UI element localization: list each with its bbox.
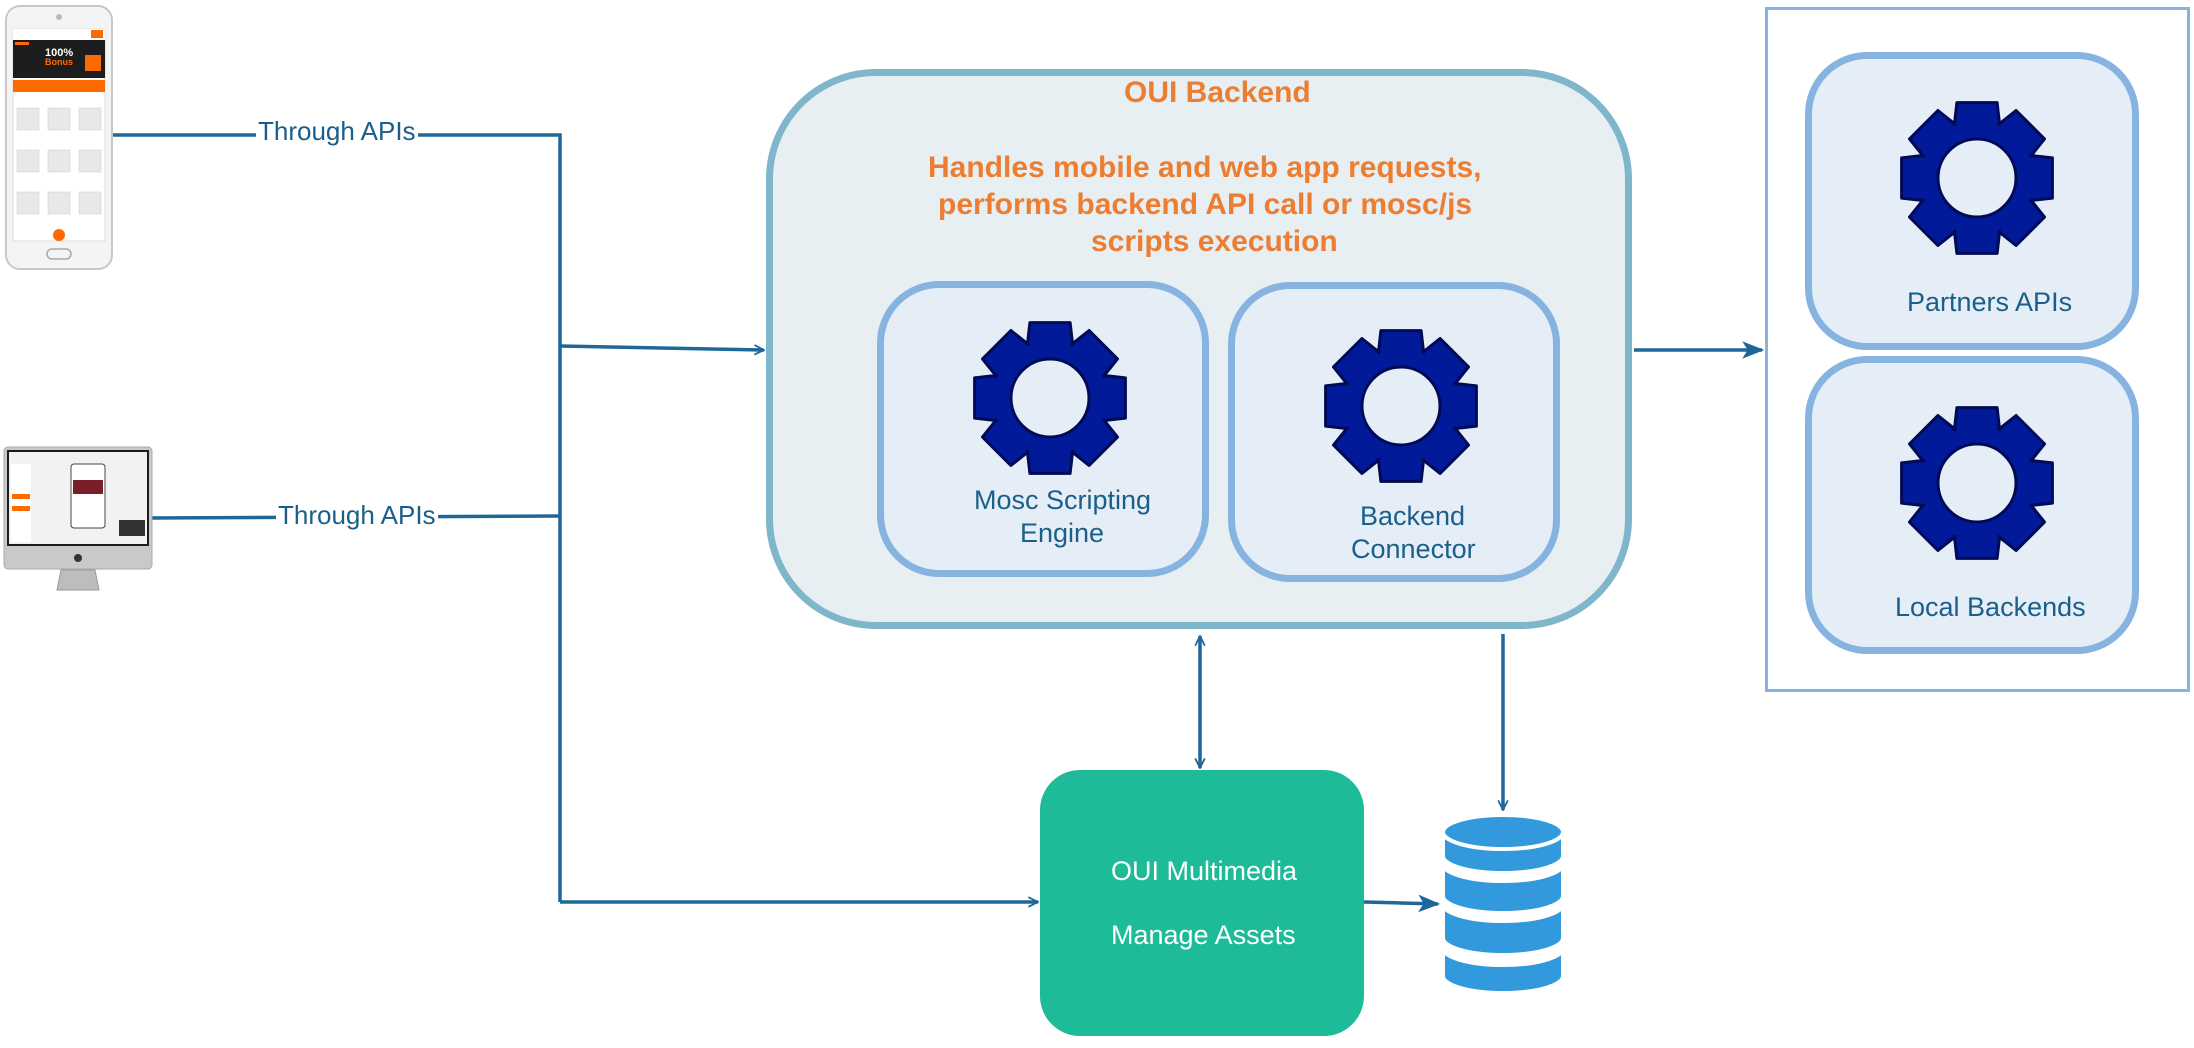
gear-icon bbox=[970, 318, 1130, 478]
local-backends-box bbox=[1805, 356, 2139, 654]
edge-label-mobile: Through APIs bbox=[256, 116, 418, 147]
backend-title: OUI Backend bbox=[1124, 76, 1311, 109]
backend-description-line-1: Handles mobile and web app requests, bbox=[928, 151, 1482, 184]
mosc-engine-label-line-1: Mosc Scripting bbox=[974, 485, 1152, 515]
edge-label-desktop: Through APIs bbox=[276, 500, 438, 531]
mosc-engine-label-line-2: Engine bbox=[1020, 518, 1105, 548]
arrow-to-backend bbox=[559, 346, 764, 350]
gear-icon bbox=[1321, 326, 1481, 486]
local-backends-label: Local Backends bbox=[1895, 592, 2086, 622]
oui-multimedia-box bbox=[1040, 770, 1364, 1036]
desktop-monitor-image bbox=[3, 446, 153, 594]
gear-icon bbox=[1897, 98, 2057, 258]
arrow-multimedia-database bbox=[1363, 894, 1441, 913]
database-icon bbox=[1440, 812, 1566, 996]
backend-description-line-3: scripts execution bbox=[1091, 225, 1338, 258]
phone-promo-text: 100% bbox=[45, 47, 74, 59]
multimedia-subtitle: Manage Assets bbox=[1111, 920, 1296, 950]
gear-icon bbox=[1897, 403, 2057, 563]
backend-connector-label-line-1: Backend bbox=[1360, 501, 1466, 531]
phone-promo-sub: Bonus bbox=[45, 57, 73, 67]
mobile-phone-image bbox=[5, 5, 113, 270]
partners-apis-label: Partners APIs bbox=[1907, 287, 2073, 317]
multimedia-title: OUI Multimedia bbox=[1111, 856, 1298, 886]
backend-connector-label-line-2: Connector bbox=[1351, 534, 1476, 564]
backend-description-line-2: performs backend API call or mosc/js bbox=[938, 188, 1473, 221]
